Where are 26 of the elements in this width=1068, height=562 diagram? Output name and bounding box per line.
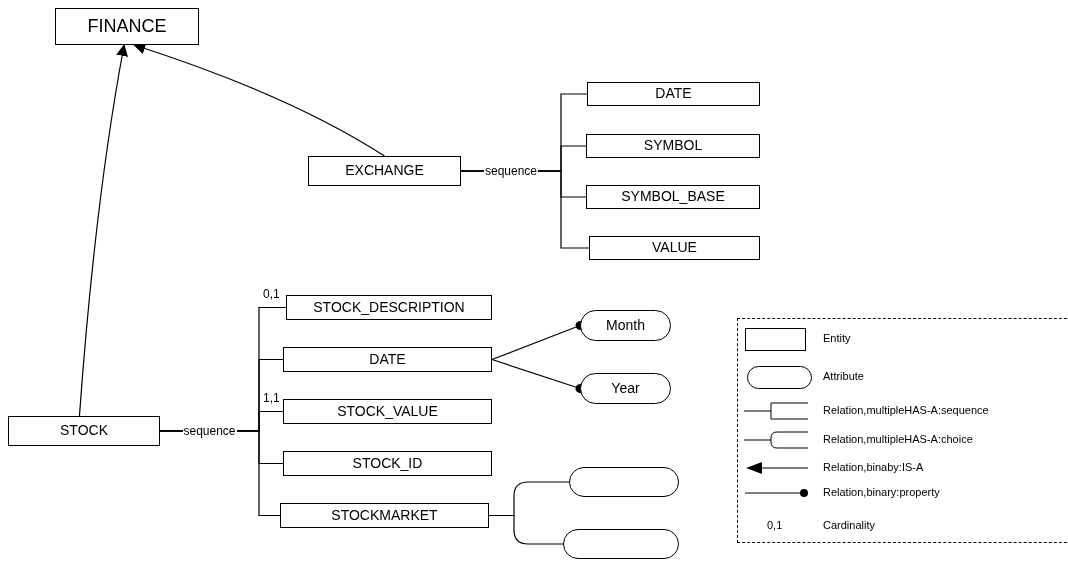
entity-box: FINANCE (55, 8, 199, 45)
attribute-pill: Year (580, 373, 671, 404)
entity-box: STOCK_DESCRIPTION (286, 295, 492, 320)
entity-box: DATE (283, 347, 492, 372)
connector-line (488, 514, 564, 545)
entity-box: SYMBOL (586, 134, 760, 158)
entity-box: STOCK_VALUE (283, 399, 492, 424)
attribute-pill: Month (580, 310, 671, 341)
legend-text: Cardinality (823, 518, 875, 532)
arrow (78, 44, 129, 417)
entity-box: STOCK_ID (283, 451, 492, 476)
legend-text: Attribute (823, 369, 864, 383)
cardinality-sample: 0,1 (767, 518, 783, 532)
entity-box: VALUE (589, 236, 760, 260)
entity-box: STOCK (8, 416, 160, 446)
entity-box: DATE (587, 82, 760, 106)
legend-text: Entity (823, 331, 851, 345)
legend-text: Relation,binary:property (823, 485, 940, 499)
attribute-pill (563, 529, 679, 559)
legend-text: Relation,multipleHAS-A:sequence (823, 403, 989, 417)
legend-text: Relation,binaby:IS-A (823, 460, 924, 474)
entity-box: STOCKMARKET (280, 503, 489, 528)
legend-text: Relation,multipleHAS-A:choice (823, 432, 973, 446)
entity-box: SYMBOL_BASE (586, 185, 760, 209)
attribute-pill (569, 467, 679, 497)
entity-box: EXCHANGE (308, 156, 461, 186)
